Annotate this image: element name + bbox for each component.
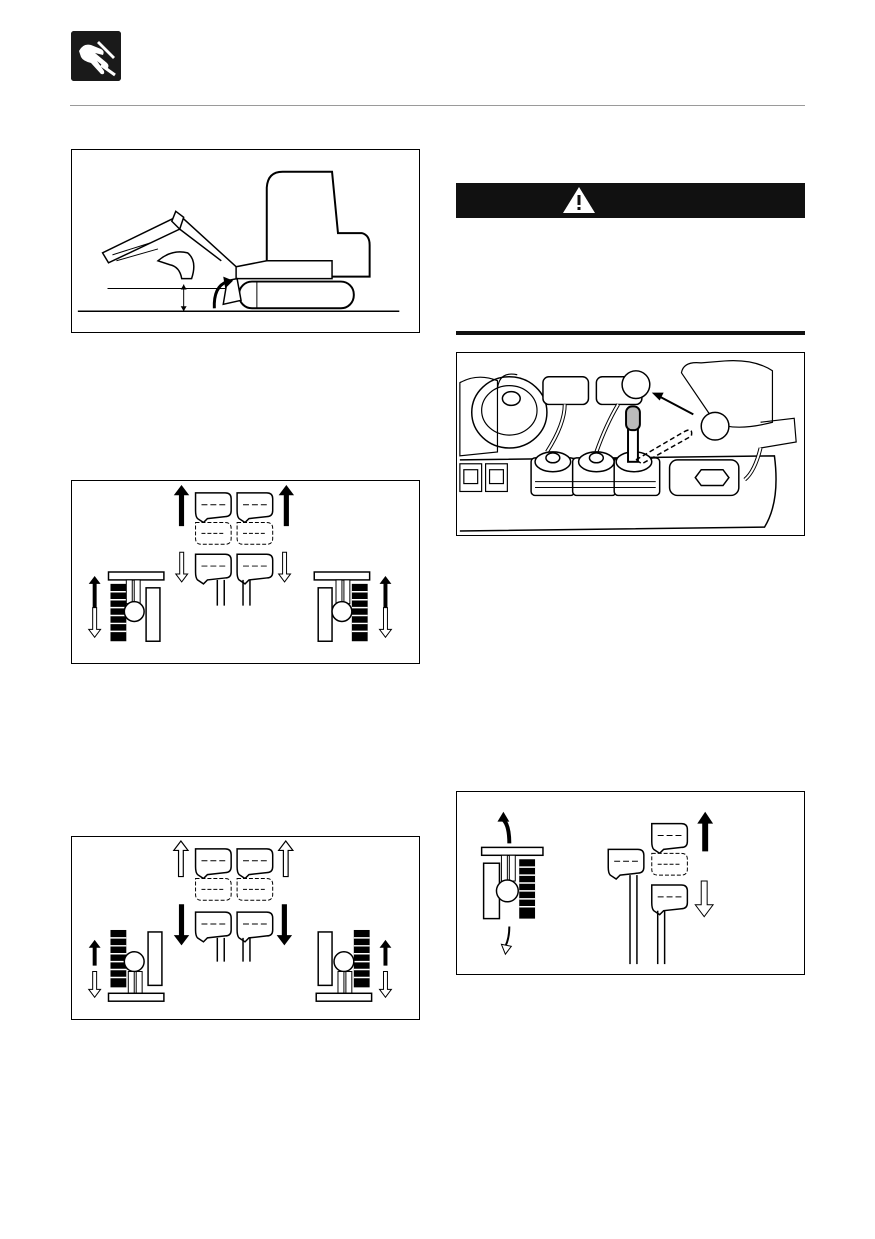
figure-travel-reverse [71, 836, 420, 1020]
callout-2 [700, 411, 730, 441]
callout-1 [621, 370, 651, 400]
figure-travel-forward [71, 480, 420, 664]
warning-bottom-rule [456, 331, 805, 335]
figure-pivot-turn [456, 791, 805, 975]
header-divider [70, 105, 805, 106]
warning-header-bar [456, 183, 805, 218]
figure-operator-console [456, 352, 805, 536]
figure-excavator-lift [71, 149, 420, 333]
warning-triangle-icon [456, 183, 805, 218]
warning-body-text [456, 218, 805, 332]
hand-operating-lever-icon [71, 31, 121, 81]
